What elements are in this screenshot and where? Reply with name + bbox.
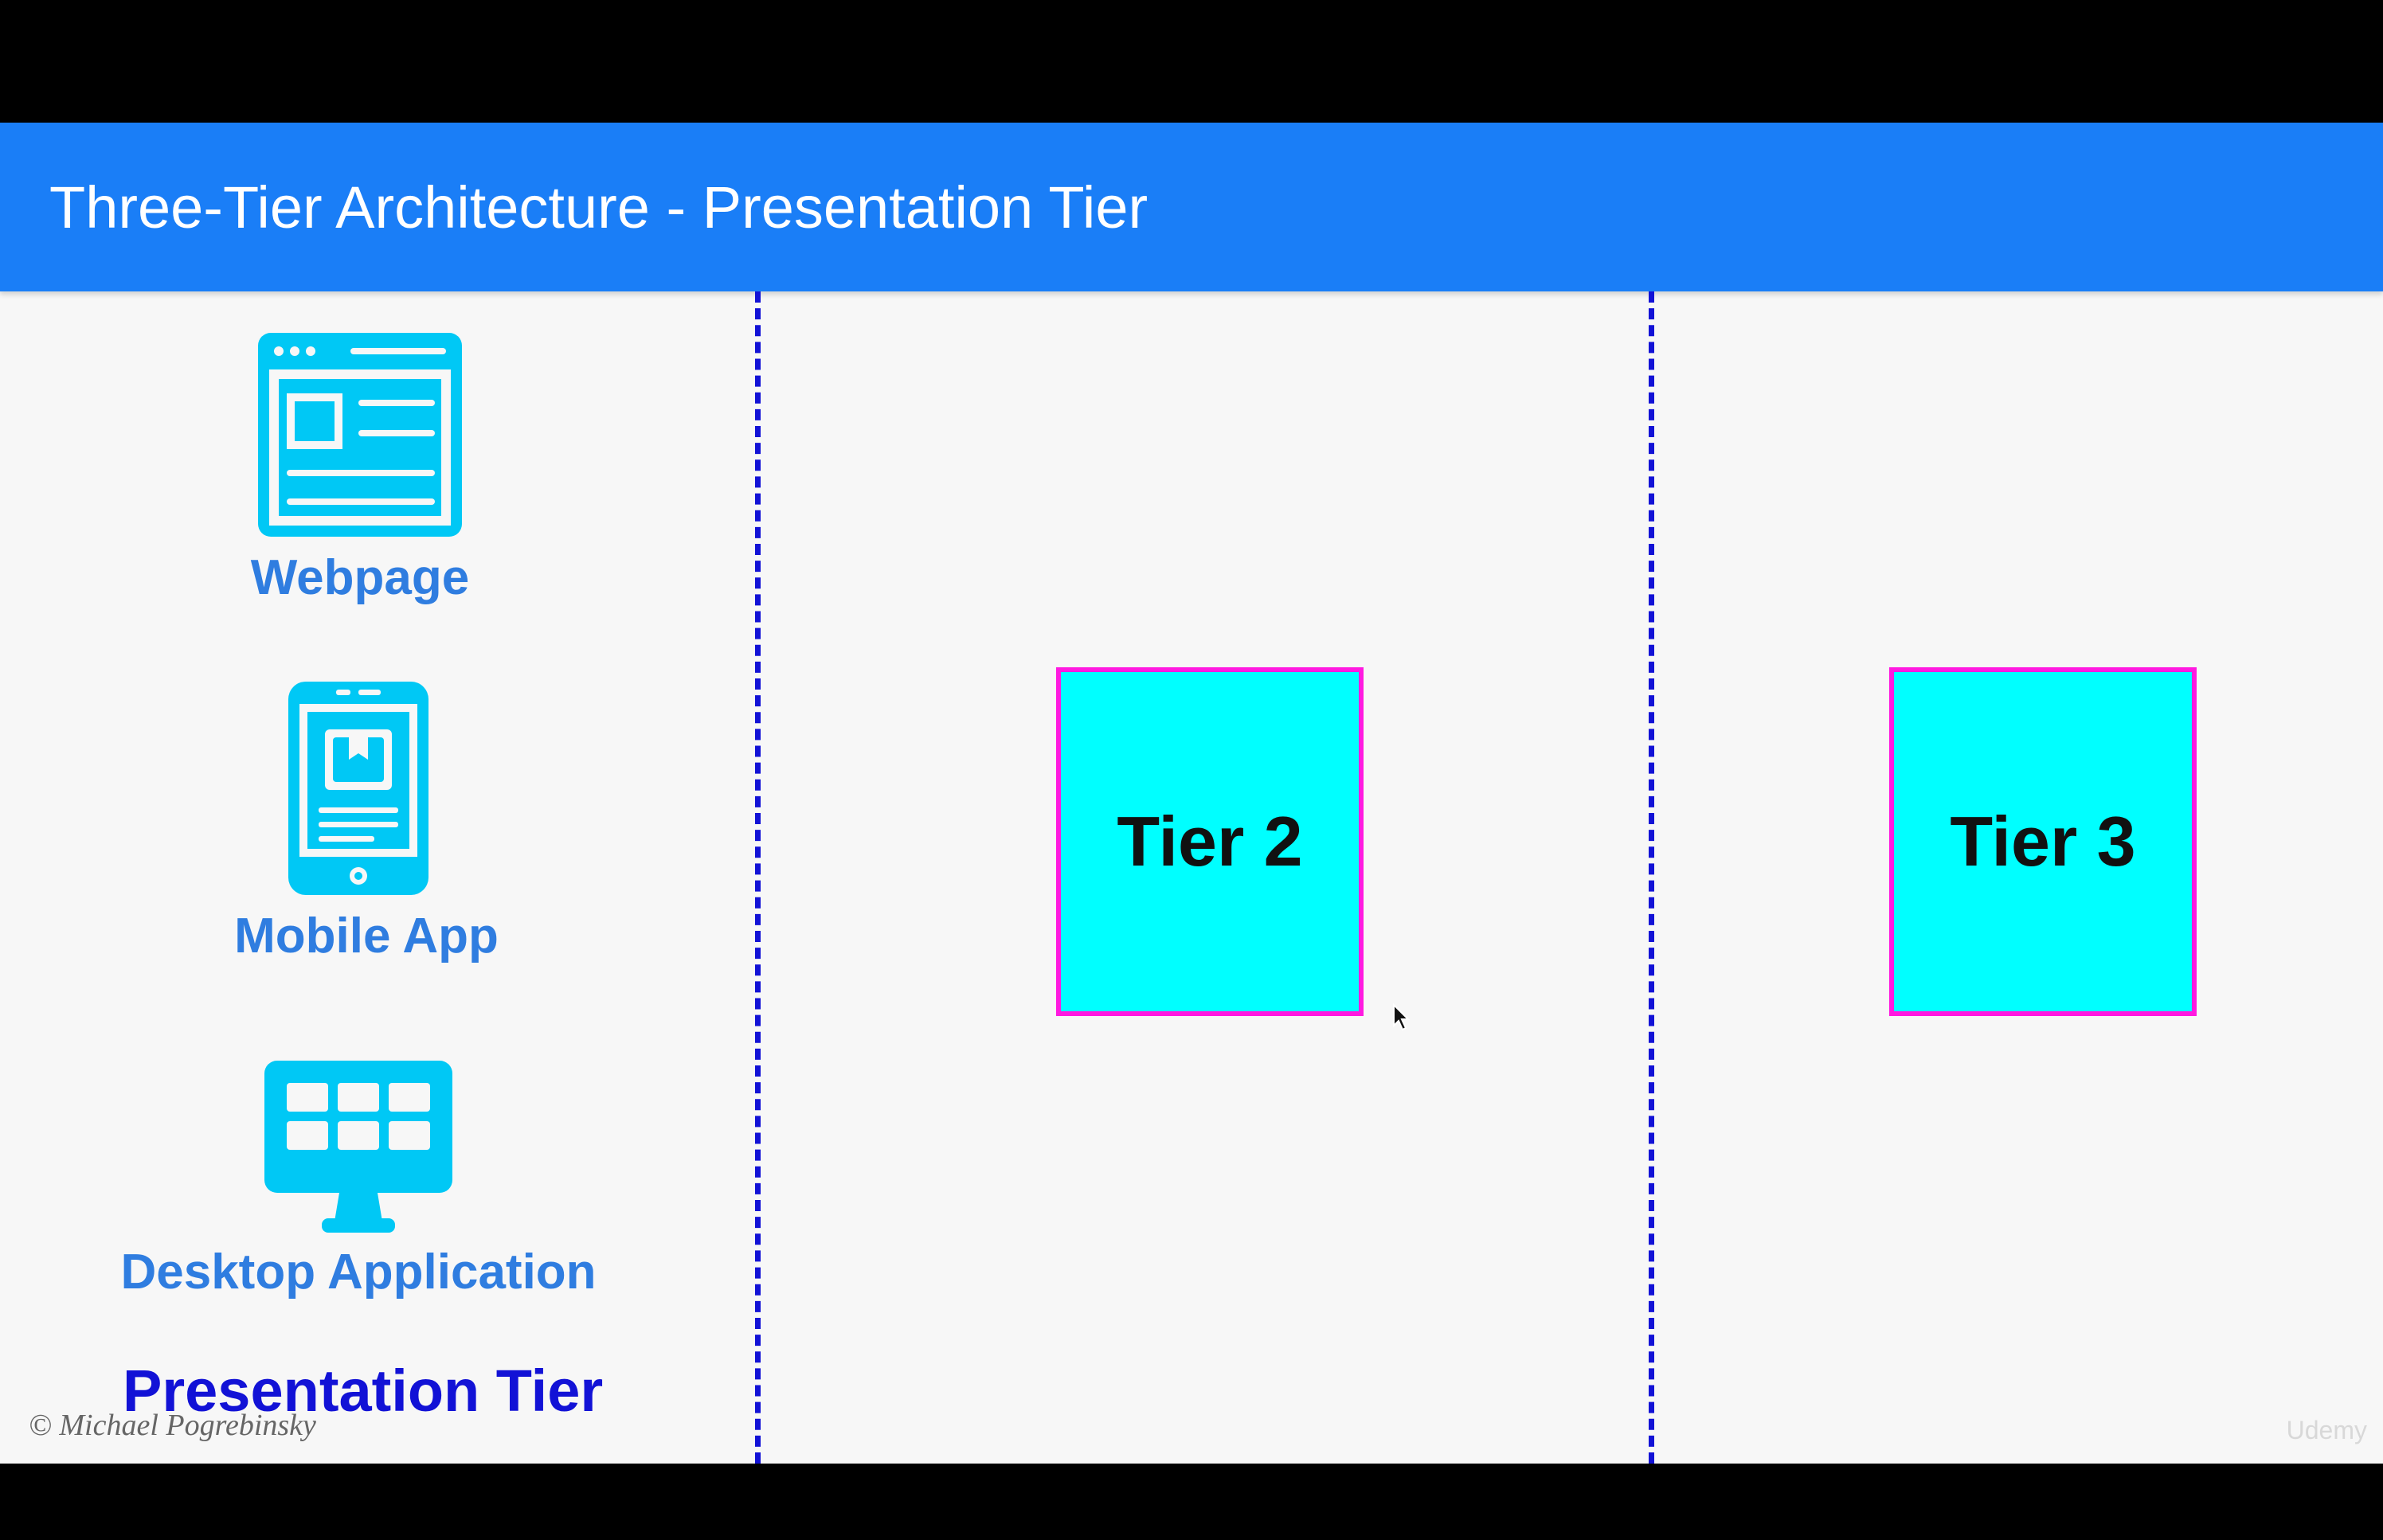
tier-2-box: Tier 2 [1056, 667, 1364, 1016]
webpage-label: Webpage [250, 550, 470, 605]
tier-divider-right [1649, 291, 1654, 1464]
udemy-watermark: Udemy [2286, 1416, 2367, 1444]
webpage-icon [258, 333, 462, 537]
desktop-icon [264, 1061, 452, 1233]
presentation-tier-label: Presentation Tier [123, 1358, 604, 1424]
slide: Three-Tier Architecture - Presentation T… [0, 123, 2383, 1464]
slide-title: Three-Tier Architecture - Presentation T… [49, 174, 1148, 240]
tier-2-label: Tier 2 [1117, 802, 1303, 881]
slide-header: Three-Tier Architecture - Presentation T… [0, 123, 2383, 291]
tier-3-label: Tier 3 [1950, 802, 2136, 881]
tier-3-box: Tier 3 [1889, 667, 2197, 1016]
tier-divider-left [755, 291, 761, 1464]
mobile-app-label: Mobile App [234, 909, 499, 963]
desktop-application-label: Desktop Application [120, 1245, 597, 1300]
mobile-app-icon [288, 682, 428, 895]
mouse-cursor-icon [1393, 1003, 1411, 1031]
copyright-notice: © Michael Pogrebinsky [29, 1409, 316, 1442]
